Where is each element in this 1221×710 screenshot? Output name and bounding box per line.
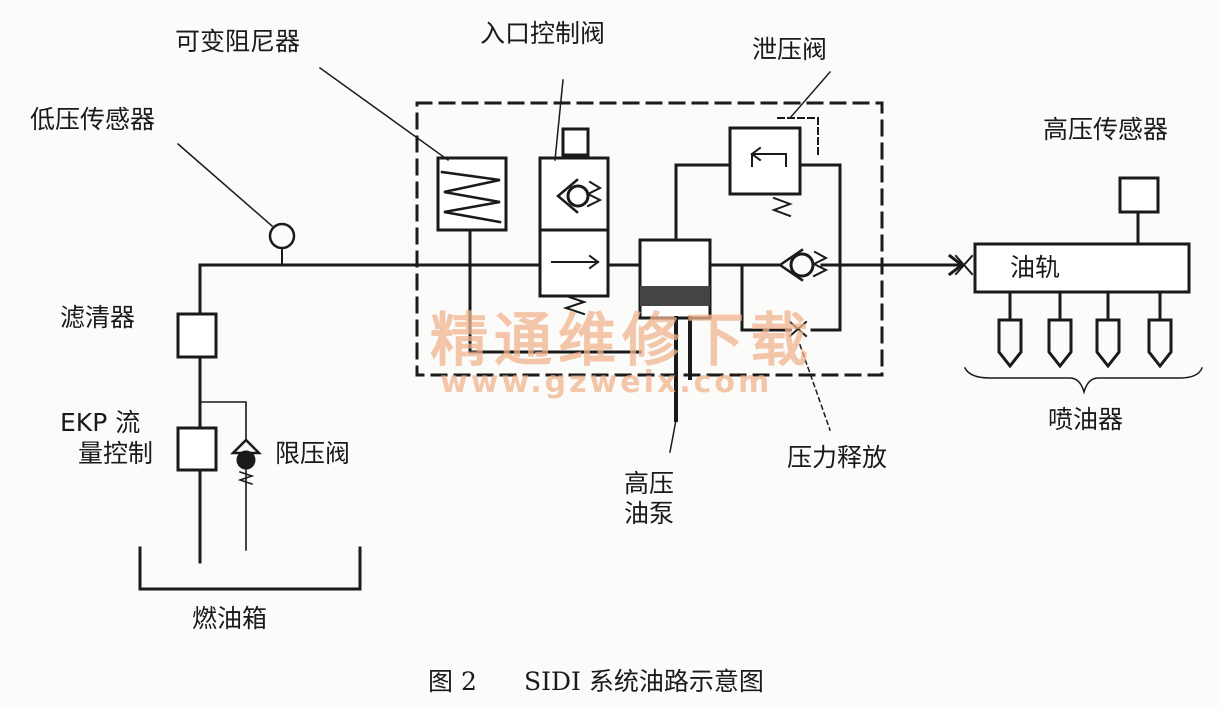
variable-damper-leader: [318, 66, 450, 162]
relief-valve-pilot: [777, 117, 819, 157]
hp-pump-leader: [669, 419, 677, 453]
pressure-release-leader: [799, 344, 831, 431]
label-pressure-release: 压力释放: [787, 443, 887, 472]
inlet-valve-arrow: [551, 254, 600, 270]
label-fuel-tank: 燃油箱: [192, 604, 267, 633]
relief-valve-stem: [751, 153, 787, 167]
damper-line: [468, 228, 642, 354]
injector-group: [997, 290, 1173, 369]
pressure-limit-valve-ball: [236, 450, 256, 470]
filter-box: [176, 312, 218, 359]
label-high-pressure-sensor: 高压传感器: [1043, 115, 1168, 144]
outlet-check-spring: [811, 250, 829, 278]
pressure-release-line: [740, 263, 792, 332]
relief-valve-right-line: [798, 163, 842, 332]
label-inlet-control-valve: 入口控制阀: [480, 19, 605, 48]
pump-module-boundary: [415, 101, 884, 377]
watermark-text: 精通维修下载: [430, 306, 814, 374]
limit-valve-branch: [199, 401, 247, 551]
high-pressure-sensor-box: [1118, 176, 1160, 214]
inlet-valve-solenoid: [561, 127, 590, 157]
injector-2: [1047, 290, 1073, 369]
low-pressure-sensor-gauge: [268, 222, 296, 250]
inlet-check-valve-ball: [566, 184, 590, 208]
injector-brace: [963, 366, 1203, 395]
label-variable-damper: 可变阻尼器: [175, 27, 300, 56]
label-filter: 滤清器: [60, 303, 135, 332]
label-ekp-flow-control-2: 量控制: [78, 439, 153, 468]
relief-valve-leader: [788, 70, 832, 120]
label-low-pressure-sensor: 低压传感器: [30, 105, 155, 134]
label-hp-pump-1: 高压: [624, 469, 674, 498]
label-ekp-flow-control-1: EKP 流: [60, 408, 140, 437]
caption-figure-number: 图 2: [428, 667, 477, 696]
pressure-release-valve: [788, 320, 808, 338]
ekp-box: [176, 426, 218, 472]
fuel-tank-outline: [138, 546, 362, 591]
watermark-url: www.gzweix.com: [440, 365, 772, 400]
inlet-check-valve: [556, 178, 579, 214]
rail-inlet-arrow: [947, 253, 965, 277]
relief-valve-body: [728, 126, 802, 196]
label-injectors: 喷油器: [1048, 405, 1123, 434]
injector-4: [1147, 290, 1173, 369]
inlet-valve-body: [538, 156, 610, 298]
label-pressure-limit-valve: 限压阀: [275, 439, 350, 468]
hp-pump-piston-rod: [674, 316, 692, 422]
inlet-valve-spring: [585, 180, 603, 208]
caption-title: SIDI 系统油路示意图: [524, 667, 764, 696]
outlet-check-valve-ball: [789, 252, 815, 278]
label-hp-pump-2: 油泵: [624, 499, 674, 528]
relief-valve-spring: [771, 196, 793, 218]
injector-1: [997, 290, 1023, 369]
low-pressure-sensor-leader: [176, 142, 274, 228]
hp-pump-piston: [640, 286, 710, 306]
inlet-valve-leader: [554, 79, 564, 161]
fuel-rail-body: [973, 242, 1191, 294]
inlet-valve-bottom-spring: [562, 294, 588, 316]
label-fuel-rail: 油轨: [1010, 253, 1060, 282]
relief-valve-left-line: [674, 163, 732, 242]
injector-3: [1095, 290, 1121, 369]
rail-entry-valve: [954, 254, 974, 276]
label-relief-valve: 泄压阀: [752, 35, 827, 64]
limit-valve-spring: [237, 471, 255, 485]
variable-damper-zigzag: [440, 170, 502, 224]
